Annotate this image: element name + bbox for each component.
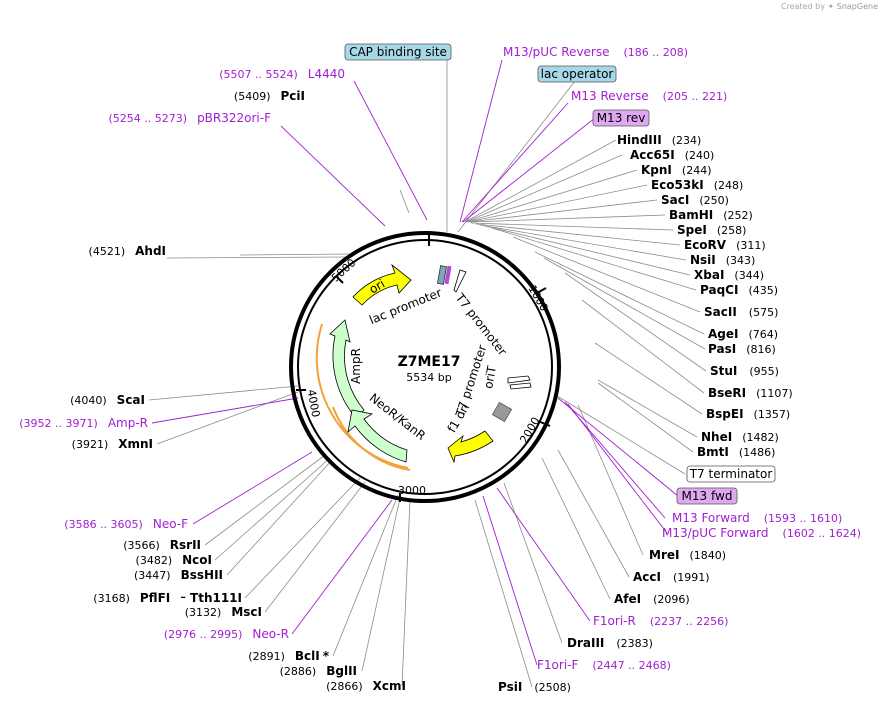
primer-m13-puc-forward[interactable]: M13/pUC Forward(1602 .. 1624) (662, 526, 861, 540)
enzyme-agei[interactable]: AgeI(764) (708, 327, 778, 341)
feature-label-orit: oriT (481, 364, 499, 390)
enzyme-sacii[interactable]: SacII(575) (704, 305, 778, 319)
label-t7-terminator[interactable]: T7 terminator (689, 467, 773, 481)
leader-lines (148, 60, 707, 688)
primer-pbr322ori-f[interactable]: (5254 .. 5273)pBR322ori-F (109, 111, 272, 125)
enzyme-stui[interactable]: StuI(955) (710, 364, 779, 378)
enzymes-left: (5409)PciI (4521)AhdI (4040)ScaI (3921)X… (70, 89, 406, 693)
primer-neo-r[interactable]: (2976 .. 2995)Neo-R (164, 627, 289, 641)
enzyme-saci[interactable]: SacI(250) (661, 193, 729, 207)
ampr-feature-arrow[interactable] (329, 319, 365, 419)
primer-f1ori-f[interactable]: F1ori-F(2447 .. 2468) (537, 658, 671, 672)
label-m13-fwd[interactable]: M13 fwd (682, 489, 733, 503)
enzyme-bsshii[interactable]: (3447)BssHII (134, 568, 223, 582)
enzymes-right: HindIII(234) Acc65I(240) KpnI(244) Eco53… (498, 133, 793, 694)
position-ticks (296, 231, 551, 502)
ampr-highlight-outer (315, 323, 409, 469)
enzyme-nhei[interactable]: NheI(1482) (701, 430, 779, 444)
primer-amp-r[interactable]: (3952 .. 3971)Amp-R (19, 416, 148, 430)
feature-label-ori: ori (367, 277, 388, 297)
feature-label-ampr: AmpR (349, 348, 363, 384)
enzyme-acc65i[interactable]: Acc65I(240) (630, 148, 714, 162)
enzyme-xmni[interactable]: (3921)XmnI (72, 437, 153, 451)
enzyme-psii[interactable]: PsiI(2508) (498, 680, 571, 694)
enzyme-spei[interactable]: SpeI(258) (677, 223, 746, 237)
credit-brand: SnapGene (836, 2, 878, 11)
enzyme-pasi[interactable]: PasI(816) (708, 342, 776, 356)
tick-label-3000: 3000 (398, 484, 426, 497)
tick-label-1000: 1000 (525, 283, 550, 314)
enzyme-kpni[interactable]: KpnI(244) (641, 163, 712, 177)
primer-m13-reverse[interactable]: M13 Reverse(205 .. 221) (571, 89, 727, 103)
primer-leaders (151, 59, 679, 666)
enzyme-eco53ki[interactable]: Eco53kI(248) (651, 178, 743, 192)
enzyme-paqci[interactable]: PaqCI(435) (700, 283, 778, 297)
enzyme-bcli[interactable]: (2891)BclI* (248, 649, 329, 663)
snapgene-credit: Created by ✦ SnapGene (781, 2, 878, 11)
primer-neo-f[interactable]: (3586 .. 3605)Neo-F (64, 517, 188, 531)
enzyme-ncoi[interactable]: (3482)NcoI (136, 553, 212, 567)
enzyme-ecorv[interactable]: EcoRV(311) (684, 238, 766, 252)
enzyme-rsrii[interactable]: (3566)RsrII (123, 538, 201, 552)
enzyme-afei[interactable]: AfeI(2096) (614, 592, 690, 606)
backbone-inner (297, 239, 553, 495)
enzyme-hindiii[interactable]: HindIII(234) (617, 133, 701, 147)
primer-f1ori-r[interactable]: F1ori-R(2237 .. 2256) (593, 614, 728, 628)
backbone-outer (289, 231, 561, 503)
enzyme-bseri[interactable]: BseRI(1107) (708, 386, 793, 400)
label-lac-operator[interactable]: lac operator (541, 67, 614, 81)
enzyme-ahdi[interactable]: (4521)AhdI (89, 244, 166, 258)
label-m13-rev[interactable]: M13 rev (597, 111, 646, 125)
plasmid-name: Z7ME17 (398, 354, 461, 370)
feature-label-f1-ori: f1 ori (445, 401, 473, 435)
primer-labels: M13/pUC Reverse(186 .. 208) M13 Reverse(… (19, 45, 861, 672)
enzyme-pflfi-tth111i[interactable]: (3168)PflFI-Tth111I (93, 587, 242, 606)
primer-l4440[interactable]: (5507 .. 5524)L4440 (219, 67, 345, 81)
tick-label-5000: 5000 (329, 256, 359, 284)
enzyme-bglii[interactable]: (2886)BglII (280, 664, 357, 678)
enzyme-mrei[interactable]: MreI(1840) (649, 548, 726, 562)
boxed-labels: CAP binding site lac operator M13 rev T7… (344, 43, 776, 505)
label-cap-binding-site[interactable]: CAP binding site (349, 45, 447, 59)
enzyme-acci[interactable]: AccI(1991) (633, 570, 710, 584)
credit-text: Created by (780, 2, 825, 11)
snapgene-logo-icon: ✦ (827, 2, 835, 11)
f1-ori-feature-arrow[interactable] (447, 430, 494, 464)
enzyme-bamhi[interactable]: BamHI(252) (669, 208, 753, 222)
enzyme-pcii[interactable]: (5409)PciI (234, 89, 305, 103)
enzyme-nsii[interactable]: NsiI(343) (690, 253, 755, 267)
ori-feature-arrow[interactable] (352, 263, 412, 306)
primer-m13-puc-reverse[interactable]: M13/pUC Reverse(186 .. 208) (503, 45, 688, 59)
enzyme-bmti[interactable]: BmtI(1486) (697, 445, 775, 459)
enzyme-draiii[interactable]: DraIII(2383) (567, 636, 653, 650)
feature-glyphs (437, 265, 532, 423)
neor-highlight-outer (332, 406, 411, 471)
enzyme-xbai[interactable]: XbaI(344) (694, 268, 764, 282)
enzyme-msci[interactable]: (3132)MscI (185, 605, 262, 619)
enzyme-xcmi[interactable]: (2866)XcmI (326, 679, 406, 693)
enzyme-scai[interactable]: (4040)ScaI (70, 393, 145, 407)
neor-kanr-feature-arrow[interactable] (347, 409, 408, 463)
enzyme-bspei[interactable]: BspEI(1357) (706, 407, 790, 421)
plasmid-size: 5534 bp (406, 371, 451, 384)
primer-m13-forward[interactable]: M13 Forward(1593 .. 1610) (672, 511, 842, 525)
tick-label-4000: 4000 (305, 388, 323, 418)
